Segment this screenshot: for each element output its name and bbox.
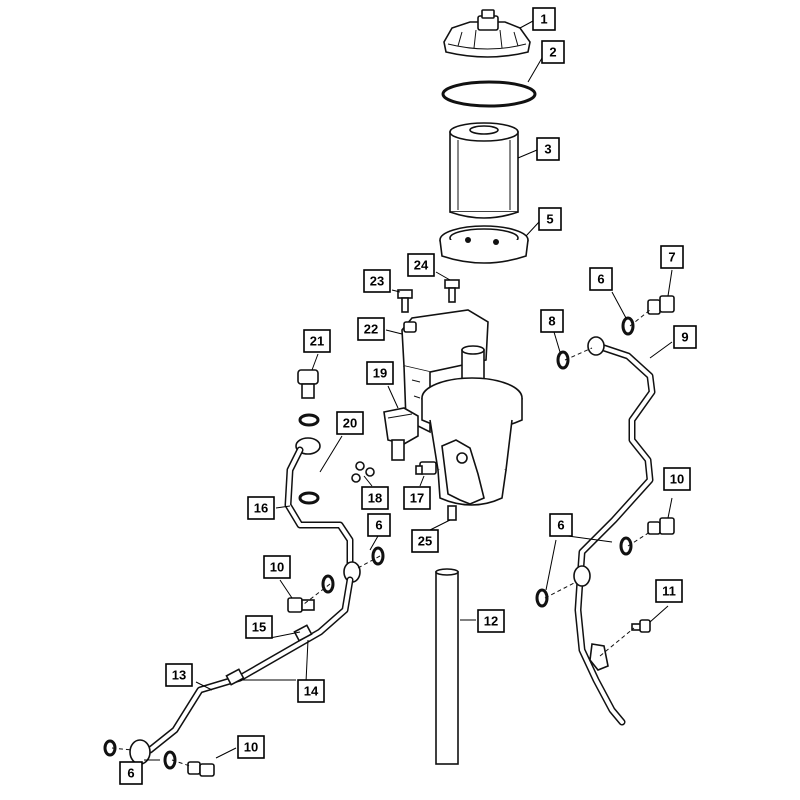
callout-10-a-label: 10 <box>270 560 284 575</box>
callout-10-b-label: 10 <box>670 472 684 487</box>
callout-6-c-label: 6 <box>557 518 564 533</box>
callout-18-label: 18 <box>368 491 382 506</box>
callout-15-label: 15 <box>252 620 266 635</box>
callout-7: 7 <box>660 245 684 269</box>
callout-6-d: 6 <box>119 761 143 785</box>
callout-6-b-label: 6 <box>375 518 382 533</box>
callout-7-label: 7 <box>668 250 675 265</box>
banjo-bolt-21 <box>295 369 321 505</box>
callout-12: 12 <box>477 609 505 633</box>
callout-24: 24 <box>407 253 435 277</box>
fuel-line-16 <box>284 446 385 594</box>
fuel-line-9 <box>573 336 656 726</box>
callout-3: 3 <box>536 137 560 161</box>
bolt-23 <box>397 289 413 313</box>
callout-10-a: 10 <box>263 555 291 579</box>
o-ring <box>441 80 537 108</box>
callout-14-label: 14 <box>304 684 319 699</box>
callout-15: 15 <box>245 615 273 639</box>
callout-9: 9 <box>673 325 697 349</box>
callout-5: 5 <box>538 207 562 231</box>
callout-5-label: 5 <box>546 212 553 227</box>
callout-6-b: 6 <box>367 513 391 537</box>
bolt-10-left <box>287 597 315 613</box>
callout-16: 16 <box>247 496 275 520</box>
callout-10-c: 10 <box>237 735 265 759</box>
callout-2-label: 2 <box>549 45 556 60</box>
callout-22: 22 <box>357 317 385 341</box>
callout-14: 14 <box>297 679 325 703</box>
callout-17-label: 17 <box>410 491 424 506</box>
callout-6-a-label: 6 <box>597 272 604 287</box>
callout-8-label: 8 <box>548 314 555 329</box>
callout-17: 17 <box>403 486 431 510</box>
callout-9-label: 9 <box>681 330 688 345</box>
callout-13: 13 <box>165 663 193 687</box>
callout-21: 21 <box>303 329 331 353</box>
right-hardware <box>535 295 675 633</box>
callout-12-label: 12 <box>484 614 498 629</box>
callout-3-label: 3 <box>544 142 551 157</box>
callout-16-label: 16 <box>254 501 268 516</box>
callout-1: 1 <box>532 7 556 31</box>
washers-18 <box>351 461 375 483</box>
sensor <box>383 407 419 461</box>
callout-2: 2 <box>541 40 565 64</box>
callout-25-label: 25 <box>418 534 432 549</box>
callout-19-label: 19 <box>373 366 387 381</box>
callout-6-c: 6 <box>549 513 573 537</box>
callout-23-label: 23 <box>370 274 384 289</box>
filter-base-ring <box>439 225 529 264</box>
callout-19: 19 <box>366 361 394 385</box>
callout-8: 8 <box>540 309 564 333</box>
leader-lines <box>144 20 673 761</box>
callout-21-label: 21 <box>310 334 324 349</box>
tube-12 <box>435 568 459 765</box>
callout-20-label: 20 <box>343 416 357 431</box>
filter-cap <box>443 9 531 58</box>
drain-heater <box>441 439 485 521</box>
callout-10-c-label: 10 <box>244 740 258 755</box>
callout-22-label: 22 <box>364 322 378 337</box>
fitting-17 <box>415 461 437 475</box>
callout-25: 25 <box>411 529 439 553</box>
callout-6-d-label: 6 <box>127 766 134 781</box>
filter-element <box>449 122 519 219</box>
callout-11: 11 <box>655 579 683 603</box>
callout-13-label: 13 <box>172 668 186 683</box>
callout-6-a: 6 <box>589 267 613 291</box>
callout-18: 18 <box>361 486 389 510</box>
callout-11-label: 11 <box>662 584 676 599</box>
filter-housing <box>401 309 523 506</box>
callout-20: 20 <box>336 411 364 435</box>
callout-1-label: 1 <box>540 12 547 27</box>
callout-23: 23 <box>363 269 391 293</box>
callout-24-label: 24 <box>414 258 429 273</box>
callout-10-b: 10 <box>663 467 691 491</box>
bolt-24 <box>444 279 460 303</box>
